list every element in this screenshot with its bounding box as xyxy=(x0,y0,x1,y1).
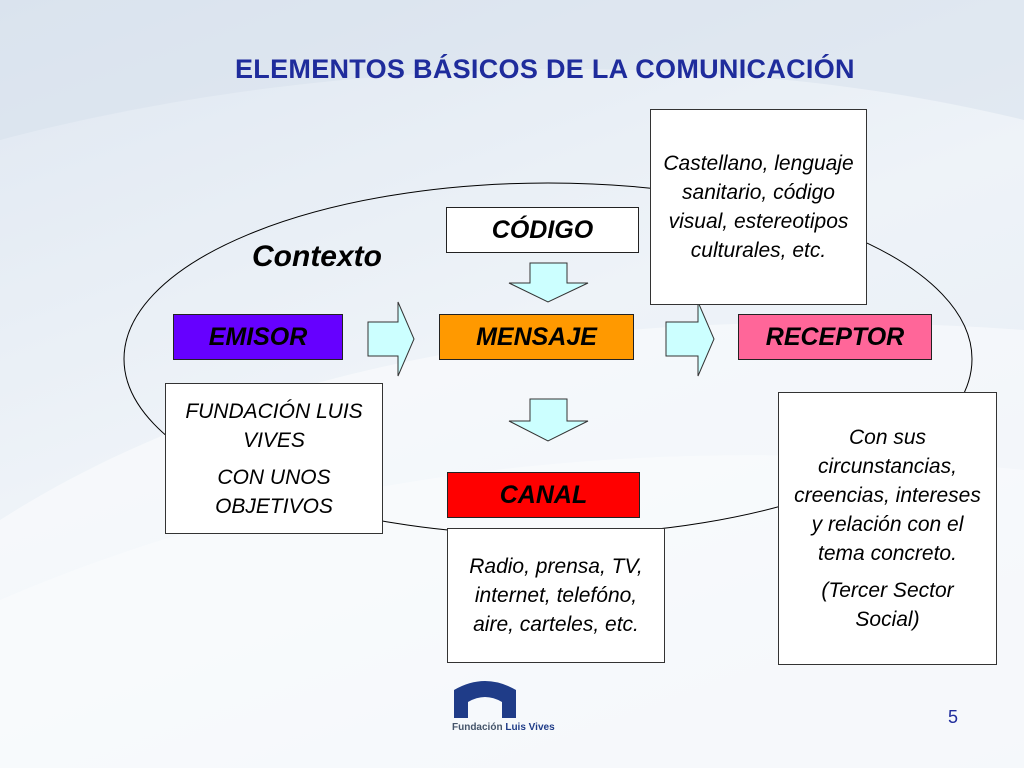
codigo-note: Castellano, lenguaje sanitario, código v… xyxy=(650,109,867,305)
receptor-note: Con sus circunstancias, creencias, inter… xyxy=(778,392,997,665)
arrow-mensaje-canal xyxy=(508,398,589,442)
canal-box: CANAL xyxy=(447,472,640,518)
codigo-box: CÓDIGO xyxy=(446,207,639,253)
logo-text: Fundación Luis Vives xyxy=(452,722,555,733)
receptor-note-line2: (Tercer Sector Social) xyxy=(821,579,954,631)
mensaje-label: MENSAJE xyxy=(476,322,597,351)
receptor-note-line1: Con sus circunstancias, creencias, inter… xyxy=(794,426,981,565)
emisor-box: EMISOR xyxy=(173,314,343,360)
page-number: 5 xyxy=(948,707,959,727)
codigo-note-text: Castellano, lenguaje sanitario, código v… xyxy=(663,152,854,262)
canal-label: CANAL xyxy=(499,480,588,509)
canal-note-text: Radio, prensa, TV, internet, telefóno, a… xyxy=(469,555,643,636)
emisor-note-line1: FUNDACIÓN LUIS VIVES xyxy=(185,399,363,452)
emisor-note: FUNDACIÓN LUIS VIVES CON UNOS OBJETIVOS xyxy=(165,383,383,534)
arrow-mensaje-receptor xyxy=(665,301,715,377)
emisor-label: EMISOR xyxy=(208,322,308,351)
canal-note: Radio, prensa, TV, internet, telefóno, a… xyxy=(447,528,665,663)
context-label: Contexto xyxy=(252,240,382,273)
receptor-label: RECEPTOR xyxy=(765,322,905,351)
fundacion-logo-icon xyxy=(454,681,516,718)
slide-title: ELEMENTOS BÁSICOS DE LA COMUNICACIÓN xyxy=(235,54,855,84)
mensaje-box: MENSAJE xyxy=(439,314,634,360)
receptor-box: RECEPTOR xyxy=(738,314,932,360)
codigo-label: CÓDIGO xyxy=(491,215,594,244)
arrow-codigo-mensaje xyxy=(508,262,589,303)
emisor-note-line2: CON UNOS OBJETIVOS xyxy=(215,465,333,518)
arrow-emisor-mensaje xyxy=(367,301,415,377)
